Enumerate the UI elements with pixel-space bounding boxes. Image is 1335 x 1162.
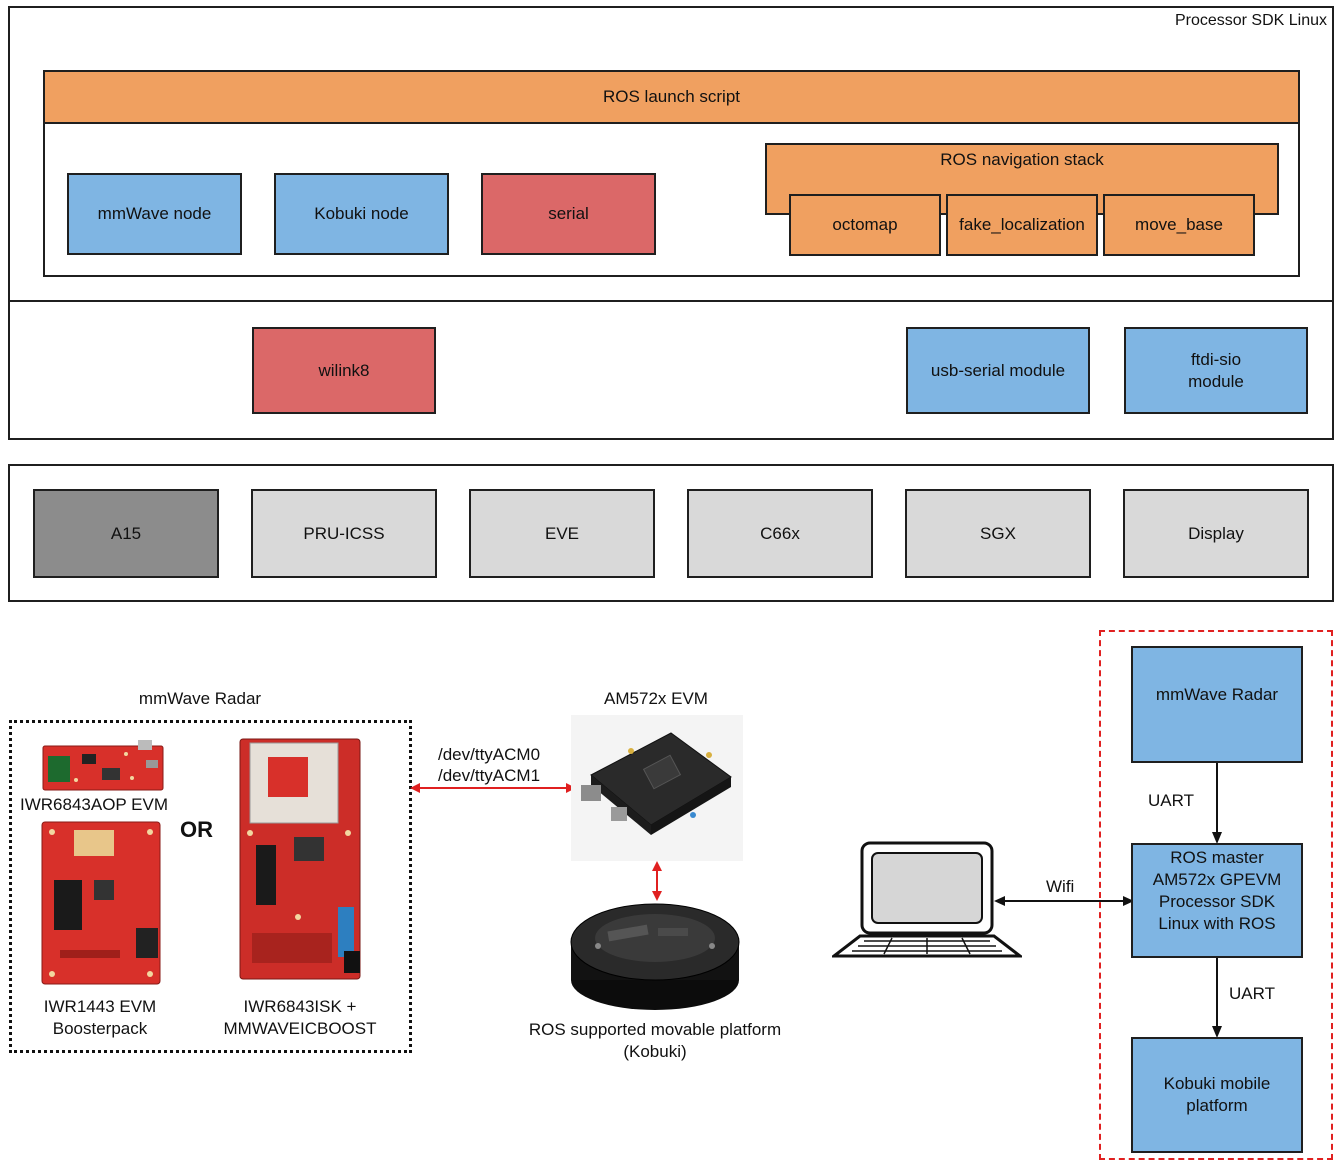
kobuki-box-line-1: Kobuki mobile [1163,1074,1271,1093]
iwr6843isk-label-line-1: IWR6843ISK + [243,997,357,1016]
master-to-kobuki-arrow [1212,958,1222,1038]
radar-to-master-arrow [1212,763,1222,844]
nav-stack-title: ROS navigation stack [940,150,1104,169]
mmwave-node: mmWave node [67,173,242,255]
am572x-evm-title: AM572x EVM [604,689,708,708]
hw-c66x: C66x [687,489,873,578]
ros-master-line-2: AM572x GPEVM [1152,870,1282,889]
wilink8-driver: wilink8 [252,327,436,414]
iwr1443-label-line-1: IWR1443 EVM [43,997,157,1016]
wifi-link-arrow [994,896,1134,906]
evm-kobuki-link-arrow [652,861,662,901]
radar-options-group [9,720,412,1053]
hw-sgx: SGX [905,489,1091,578]
iwr6843aop-label: IWR6843AOP EVM [20,795,169,814]
driver-layer-panel [8,300,1334,440]
hw-a15: A15 [33,489,219,578]
flow-kobuki-platform: Kobuki mobile platform [1131,1037,1303,1153]
kobuki-platform-label: ROS supported movable platform (Kobuki) [500,1019,810,1063]
ros-master-line-3: Processor SDK [1158,892,1276,911]
hardware-layer-panel [8,464,1334,602]
octomap-node: octomap [789,194,941,256]
kobuki-platform-label-line-2: (Kobuki) [623,1042,687,1061]
ftdi-line-2: module [1188,371,1244,391]
iwr6843aop-board-image [42,740,164,791]
hw-display: Display [1123,489,1309,578]
iwr1443-label-line-2: Boosterpack [52,1019,148,1038]
kobuki-node: Kobuki node [274,173,449,255]
laptop-icon [832,841,1022,958]
ros-system-boundary [1099,630,1333,1160]
iwr1443-label: IWR1443 EVM Boosterpack [20,996,180,1040]
move-base-node: move_base [1103,194,1255,256]
iwr1443-board-image [41,821,161,985]
uart-label-2: UART [1229,984,1275,1003]
usb-serial-module: usb-serial module [906,327,1090,414]
tty-acm0-label: /dev/ttyACM0 [438,745,541,764]
fake-localization-node: fake_localization [946,194,1098,256]
flow-mmwave-radar: mmWave Radar [1131,646,1303,763]
or-label: OR [180,817,213,842]
flow-ros-master: ROS master AM572x GPEVM Processor SDK Li… [1131,843,1303,958]
hw-eve: EVE [469,489,655,578]
ftdi-line-1: ftdi-sio [1190,349,1242,369]
kobuki-box-line-2: platform [1186,1096,1248,1115]
radar-group-title: mmWave Radar [138,689,262,708]
uart-label-1: UART [1148,791,1194,810]
kobuki-robot-image [570,903,740,1010]
radar-evm-link-arrow [410,783,576,793]
sdk-title: Processor SDK Linux [1174,12,1327,29]
tty-acm1-label: /dev/ttyACM1 [438,766,541,785]
ros-master-line-4: Linux with ROS [1158,914,1276,933]
ros-launch-script: ROS launch script [43,70,1300,124]
serial-node: serial [481,173,656,255]
hw-pru-icss: PRU-ICSS [251,489,437,578]
iwr6843isk-label-line-2: MMWAVEICBOOST [223,1019,377,1038]
ftdi-sio-module: ftdi-sio module [1124,327,1308,414]
iwr6843isk-board-image [239,738,361,980]
ros-master-line-1: ROS master [1170,848,1264,867]
iwr6843isk-label: IWR6843ISK + MMWAVEICBOOST [205,996,395,1040]
kobuki-platform-label-line-1: ROS supported movable platform [528,1020,782,1039]
am572x-evm-board-image [571,715,743,861]
wifi-label: Wifi [1046,877,1075,896]
